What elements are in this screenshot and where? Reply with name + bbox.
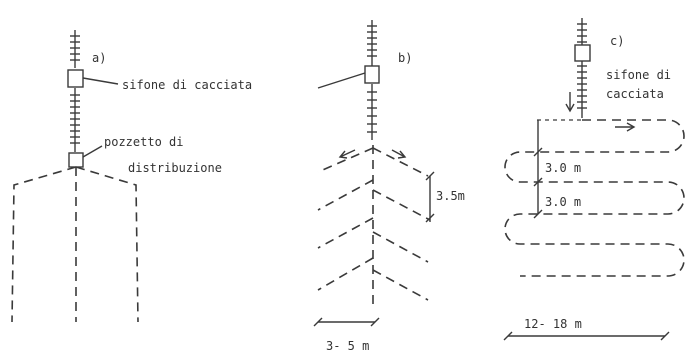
panel-c-row-spacing-label-1: 3.0 m bbox=[545, 161, 581, 175]
panel-b-spacing-dimension bbox=[425, 171, 435, 223]
panel-b-herringbone-laterals bbox=[317, 147, 431, 301]
panel-b: b) 3.5m 3- 5 m bbox=[313, 20, 465, 353]
panel-c-feed-pipe bbox=[577, 18, 587, 118]
panel-a-siphon-label: sifone di cacciata bbox=[122, 78, 252, 92]
panel-c-width-dimension bbox=[503, 331, 670, 341]
panel-a-distribution-box bbox=[68, 152, 84, 168]
panel-b-flow-arrows bbox=[338, 149, 407, 159]
panel-b-label: b) bbox=[398, 51, 412, 65]
panel-a-feed-pipe bbox=[70, 30, 80, 152]
panel-c-row-dimension bbox=[533, 119, 581, 219]
panel-c-serpentine-lateral bbox=[504, 119, 685, 277]
panel-b-siphon-box bbox=[364, 65, 380, 84]
panel-c-siphon-label-1: sifone di bbox=[606, 68, 671, 82]
panel-b-width-dimension bbox=[313, 317, 380, 327]
panel-c: c) sifone di cacciata 3.0 m 3.0 m 12- 18… bbox=[503, 18, 685, 341]
panel-b-spacing-label: 3.5m bbox=[436, 189, 465, 203]
panel-c-width-label: 12- 18 m bbox=[524, 317, 582, 331]
panel-a-siphon-box bbox=[67, 69, 84, 88]
panel-a-pozzetto-label-1: pozzetto di bbox=[104, 135, 183, 149]
panel-c-row-spacing-label-2: 3.0 m bbox=[545, 195, 581, 209]
panel-b-siphon-leader bbox=[317, 72, 366, 89]
panel-c-flow-arrow bbox=[615, 122, 636, 132]
panel-a-distribution-laterals bbox=[11, 166, 139, 323]
panel-a: a) sifone di cacciata pozzetto di distri… bbox=[11, 30, 252, 323]
panel-c-label: c) bbox=[610, 34, 624, 48]
panel-a-siphon-leader bbox=[82, 77, 119, 85]
panel-a-pozzetto-label-2: distribuzione bbox=[128, 161, 222, 175]
panel-a-distribution-leader bbox=[82, 145, 103, 158]
panel-a-label: a) bbox=[92, 51, 106, 65]
panel-c-siphon-label-2: cacciata bbox=[606, 87, 664, 101]
panel-c-siphon-box bbox=[574, 44, 591, 62]
panel-b-width-label: 3- 5 m bbox=[326, 339, 369, 353]
panel-c-inflow-arrow bbox=[565, 92, 575, 113]
panel-b-feed-pipe bbox=[367, 20, 377, 140]
